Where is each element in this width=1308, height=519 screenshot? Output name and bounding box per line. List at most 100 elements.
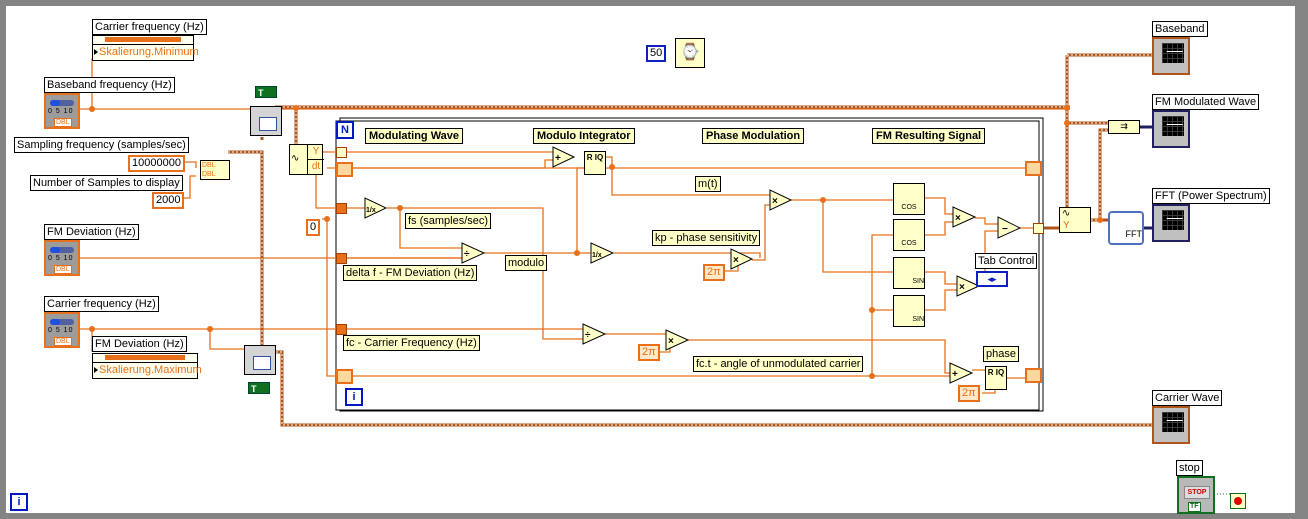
multiply-symbol: × — [668, 336, 674, 347]
stop-button-terminal[interactable]: STOP TF — [1177, 476, 1215, 514]
build-waveform-node[interactable]: ∿Y — [1059, 207, 1091, 233]
sampling-frequency-constant[interactable]: 10000000 — [128, 155, 185, 172]
qr-symbol: R IQ — [586, 153, 604, 162]
label-mt: m(t) — [695, 176, 721, 192]
reciprocal-function — [590, 242, 615, 264]
add-symbol: + — [555, 153, 561, 164]
wire — [346, 167, 1025, 394]
simulate-signal-carrier-vi[interactable] — [244, 345, 276, 375]
zero-constant[interactable]: 0 — [306, 219, 321, 236]
waveform-icon — [253, 356, 271, 370]
two-pi-constant[interactable]: 2π — [703, 264, 725, 281]
divide-symbol: ÷ — [585, 330, 591, 341]
fm-deviation-label: FM Deviation (Hz) — [44, 224, 139, 240]
num-samples-constant[interactable]: 2000 — [152, 192, 185, 209]
dt-terminal: dt — [307, 160, 324, 174]
quotient-remainder-function[interactable]: R IQ — [584, 151, 606, 175]
cosine-function[interactable]: COS — [893, 219, 925, 251]
fm-modulated-wave-label: FM Modulated Wave — [1152, 94, 1260, 110]
header-phase-modulation: Phase Modulation — [702, 128, 805, 144]
label-modulo: modulo — [505, 255, 548, 271]
fft-power-spectrum-graph-indicator[interactable] — [1152, 204, 1190, 242]
baseband-graph-indicator[interactable] — [1152, 37, 1190, 75]
window-frame-right[interactable] — [1295, 0, 1308, 519]
wire-junction — [1064, 105, 1070, 111]
wire-junction — [293, 105, 299, 111]
multiply-function — [665, 329, 690, 351]
tunnel — [336, 324, 347, 335]
quotient-remainder-function[interactable]: R IQ — [985, 366, 1007, 390]
sin-label: SIN — [912, 278, 924, 285]
add-function — [949, 362, 974, 384]
waveform-icon — [259, 117, 277, 131]
sine-function[interactable]: SIN — [893, 257, 925, 289]
wire-junction — [869, 373, 875, 379]
wire — [182, 161, 197, 199]
fft-label: FFT — [1125, 229, 1143, 239]
cosine-function[interactable]: COS — [893, 183, 925, 215]
merge-signals-node[interactable]: ⇉ — [1108, 120, 1140, 134]
subtract-symbol: − — [1002, 224, 1008, 235]
add-function — [552, 146, 576, 168]
label-kp: kp - phase sensitivity — [652, 230, 761, 246]
wire-junction — [397, 205, 403, 211]
wire-junction — [1097, 217, 1103, 223]
baseband-frequency-label: Baseband frequency (Hz) — [44, 77, 175, 93]
wire — [688, 339, 950, 374]
property-node-carrier-min[interactable]: Skalierung.Minimum — [92, 35, 199, 61]
knob-scale: 0 5 10 — [48, 327, 74, 334]
label-fs: fs (samples/sec) — [405, 213, 492, 229]
wait-ms-constant[interactable]: 50 — [646, 45, 667, 62]
multiply-symbol: × — [955, 213, 961, 224]
y-terminal: Y — [1063, 220, 1070, 231]
window-frame-left — [0, 0, 6, 519]
shift-register-left[interactable] — [336, 162, 353, 177]
true-constant[interactable]: T — [255, 86, 277, 98]
type-dbl: DBL — [54, 337, 72, 346]
carrier-wave-graph-indicator[interactable] — [1152, 406, 1190, 444]
shift-register-right[interactable] — [1025, 161, 1042, 176]
property-skalierung-minimum[interactable]: Skalierung.Minimum — [93, 45, 199, 60]
sine-function[interactable]: SIN — [893, 295, 925, 327]
multiply-function — [769, 189, 793, 211]
shift-register-right[interactable] — [1025, 368, 1042, 383]
tab-control-terminal[interactable]: ◂▸ — [976, 271, 1008, 287]
multiply-symbol: × — [959, 282, 965, 293]
simulate-signal-baseband-vi[interactable] — [250, 106, 282, 136]
while-loop-iteration-terminal: i — [10, 493, 28, 511]
wire-junction — [324, 216, 330, 222]
carrier-frequency-control[interactable]: 0 5 10 DBL — [44, 312, 80, 348]
knob-scale: 0 5 10 — [48, 255, 74, 262]
stop-button-label: STOP — [1184, 486, 1210, 499]
dynamic-wire-blue — [1140, 125, 1152, 230]
wait-timer-icon[interactable]: ⌚ — [675, 38, 705, 68]
array-tunnel — [336, 147, 347, 158]
property-node-fm-dev-max[interactable]: Skalierung.Maximum — [92, 353, 202, 379]
fm-modulated-wave-graph-indicator[interactable] — [1152, 110, 1190, 148]
wire — [346, 208, 462, 259]
type-dbl: DBL — [54, 118, 72, 127]
wire — [322, 167, 950, 377]
two-pi-constant[interactable]: 2π — [958, 385, 980, 402]
two-pi-constant[interactable]: 2π — [638, 344, 660, 361]
loop-condition-stop-icon[interactable] — [1230, 493, 1246, 509]
loop-count-terminal[interactable]: N — [336, 121, 354, 139]
carrier-frequency-label: Carrier frequency (Hz) — [44, 296, 159, 312]
property-skalierung-maximum[interactable]: Skalierung.Maximum — [93, 363, 202, 378]
baseband-label: Baseband — [1152, 21, 1208, 37]
shift-register-left[interactable] — [336, 369, 353, 384]
output-array-tunnel — [1033, 223, 1044, 234]
property-node-label-carrier: Carrier frequency (Hz) — [92, 19, 207, 35]
fft-power-spectrum-label: FFT (Power Spectrum) — [1152, 188, 1270, 204]
true-constant[interactable]: T — [248, 382, 270, 394]
multiply-function — [730, 248, 754, 270]
type-tf: TF — [1188, 502, 1201, 512]
tunnel — [336, 203, 347, 214]
fft-spectrum-express-vi[interactable]: FFT — [1108, 211, 1144, 245]
cos-label: COS — [901, 240, 917, 247]
multiply-function — [956, 275, 981, 297]
